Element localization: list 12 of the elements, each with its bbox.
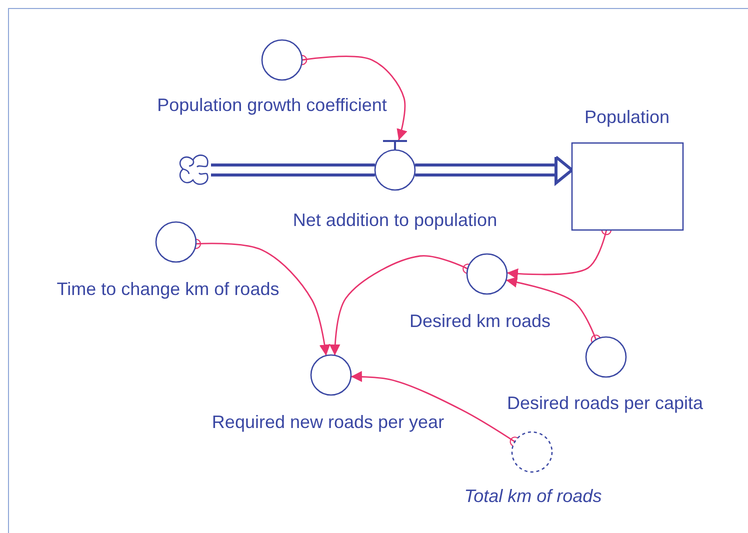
- variable-label: Population growth coefficient: [157, 95, 387, 115]
- variable-label: Required new roads per year: [212, 412, 444, 432]
- flow-pipe: [210, 164, 376, 176]
- variable-label: Desired km roads: [409, 311, 551, 331]
- variable-label: Total km of roads: [464, 486, 602, 506]
- flow-pipe-arrow: [414, 156, 574, 184]
- link-arrow: [506, 276, 602, 345]
- variable-label: Time to change km of roads: [56, 279, 280, 299]
- link-arrow: [350, 371, 520, 447]
- variable-label: Net addition to population: [292, 210, 498, 230]
- variable-label: Desired roads per capita: [506, 393, 704, 413]
- variable-label: Population: [584, 107, 670, 127]
